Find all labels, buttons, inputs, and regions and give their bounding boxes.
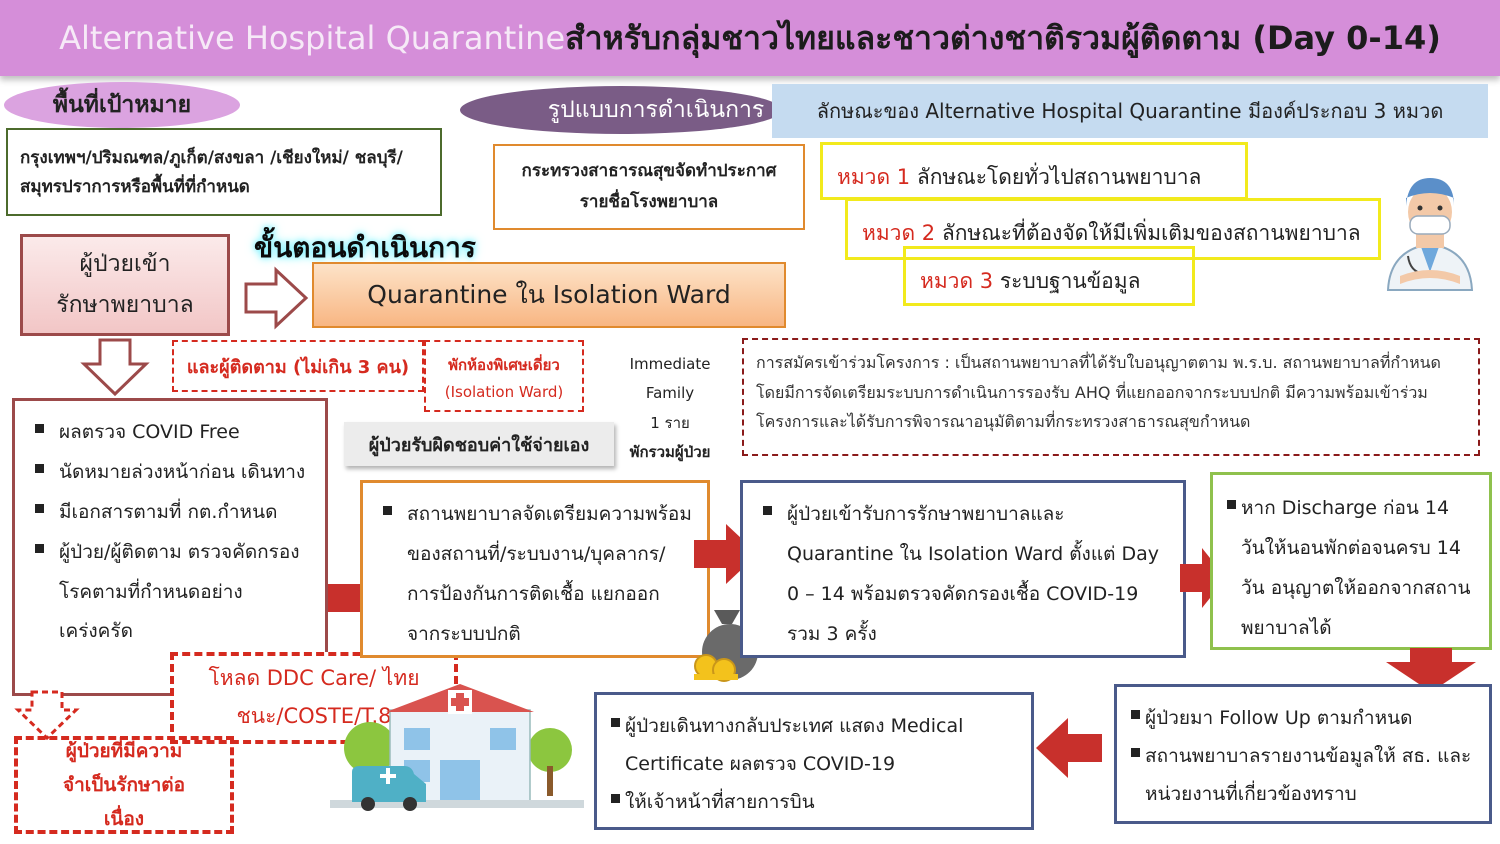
discharge-box: หาก Discharge ก่อน 14 วันให้นอนพักต่อจนค… — [1210, 472, 1492, 650]
category-2-key: หมวด 2 — [862, 221, 936, 245]
requirements-list: ผลตรวจ COVID Free นัดหมายล่วงหน้าก่อน เด… — [29, 413, 311, 652]
title-th: สำหรับกลุ่มชาวไทยและชาวต่างชาติรวมผู้ติด… — [565, 18, 1441, 57]
enrollment-box: การสมัครเข้าร่วมโครงการ : เป็นสถานพยาบาล… — [742, 338, 1480, 456]
moph-announcement-box: กระทรวงสาธารณสุขจัดทำประกาศ รายชื่อโรงพย… — [493, 144, 805, 230]
treatment-box: ผู้ป่วยเข้ารับการรักษาพยาบาลและ Quaranti… — [740, 480, 1186, 658]
characteristics-header: ลักษณะของ Alternative Hospital Quarantin… — [772, 84, 1488, 138]
isolation-room-box: พักห้องพิเศษเดี่ยว (Isolation Ward) — [424, 340, 584, 412]
outline-arrow-right — [244, 266, 309, 330]
category-2: หมวด 2 ลักษณะที่ต้องจัดให้มีเพิ่มเติมของ… — [845, 198, 1381, 260]
discharge-text: หาก Discharge ก่อน 14 วันให้นอนพักต่อจนค… — [1227, 489, 1475, 649]
target-area-box: กรุงเทพฯ/ปริมณฑล/ภูเก็ต/สงขลา /เชียงใหม่… — [6, 128, 442, 216]
followup-item: สถานพยาบาลรายงานข้อมูลให้ สธ. และหน่วยงา… — [1131, 737, 1475, 813]
family-line-1: Immediate — [629, 355, 711, 373]
category-1-text: ลักษณะโดยทั่วไปสถานพยาบาล — [910, 165, 1202, 189]
return-home-box: ผู้ป่วยเดินทางกลับประเทศ แสดง Medical Ce… — [594, 692, 1034, 830]
procedure-label: ขั้นตอนดำเนินการ — [254, 231, 476, 264]
isolation-room-line2: (Isolation Ward) — [444, 383, 564, 401]
category-3-text: ระบบฐานข้อมูล — [993, 269, 1141, 293]
title-banner: Alternative Hospital Quarantine สำหรับกล… — [0, 0, 1500, 76]
hospital-preparation-box: สถานพยาบาลจัดเตรียมความพร้อมของสถานที่/ร… — [360, 480, 710, 658]
treatment-text: ผู้ป่วยเข้ารับการรักษาพยาบาลและ Quaranti… — [757, 495, 1169, 655]
red-arrow-3 — [1180, 548, 1226, 608]
hospital-preparation-text: สถานพยาบาลจัดเตรียมความพร้อมของสถานที่/ร… — [377, 495, 693, 655]
category-1: หมวด 1 ลักษณะโดยทั่วไปสถานพยาบาล — [820, 142, 1248, 200]
companions-box: และผู้ติดตาม (ไม่เกิน 3 คน) — [172, 340, 424, 392]
requirement-item: นัดหมายล่วงหน้าก่อน เดินทาง — [29, 453, 311, 493]
family-line-2: Family — [645, 384, 695, 403]
doctor-illustration — [1386, 178, 1474, 291]
immediate-family: Immediate Family 1 ราย พักรวมผู้ป่วย — [618, 350, 722, 467]
hospital-illustration — [330, 684, 584, 811]
family-line-3: 1 ราย — [650, 413, 690, 432]
followup-item: ผู้ป่วยมา Follow Up ตามกำหนด — [1131, 699, 1475, 737]
red-arrow-left — [1036, 718, 1102, 778]
continuing-care-box: ผู้ป่วยที่มีความ จำเป็นรักษาต่อเนื่อง — [14, 736, 234, 834]
requirement-item: ผู้ป่วย/ผู้ติดตาม ตรวจคัดกรองโรคตามที่กำ… — [29, 533, 311, 653]
title-en: Alternative Hospital Quarantine — [59, 19, 566, 57]
category-2-text: ลักษณะที่ต้องจัดให้มีเพิ่มเติมของสถานพยา… — [935, 221, 1361, 245]
red-arrow-down — [1386, 648, 1476, 692]
followup-box: ผู้ป่วยมา Follow Up ตามกำหนด สถานพยาบาลร… — [1114, 684, 1492, 824]
category-1-key: หมวด 1 — [837, 165, 911, 189]
quarantine-isolation-box: Quarantine ใน Isolation Ward — [312, 262, 786, 328]
return-home-item: ให้เจ้าหน้าที่สายการบิน — [611, 783, 1017, 821]
operation-label: รูปแบบการดำเนินการ — [460, 86, 782, 134]
family-line-4: พักรวมผู้ป่วย — [629, 442, 711, 461]
isolation-room-line1: พักห้องพิเศษเดี่ยว — [448, 356, 560, 374]
target-area-label: พื้นที่เป้าหมาย — [4, 82, 240, 128]
requirement-item: ผลตรวจ COVID Free — [29, 413, 311, 453]
category-3-key: หมวด 3 — [920, 269, 994, 293]
patient-admit-box: ผู้ป่วยเข้า รักษาพยาบาล — [20, 234, 230, 336]
patient-pays-box: ผู้ป่วยรับผิดชอบค่าใช้จ่ายเอง — [344, 422, 614, 466]
requirement-item: มีเอกสารตามที่ กต.กำหนด — [29, 493, 311, 533]
return-home-item: ผู้ป่วยเดินทางกลับประเทศ แสดง Medical Ce… — [611, 707, 1017, 783]
outline-arrow-down — [80, 338, 150, 397]
dashed-arrow-down — [14, 690, 80, 741]
category-3: หมวด 3 ระบบฐานข้อมูล — [903, 246, 1195, 306]
